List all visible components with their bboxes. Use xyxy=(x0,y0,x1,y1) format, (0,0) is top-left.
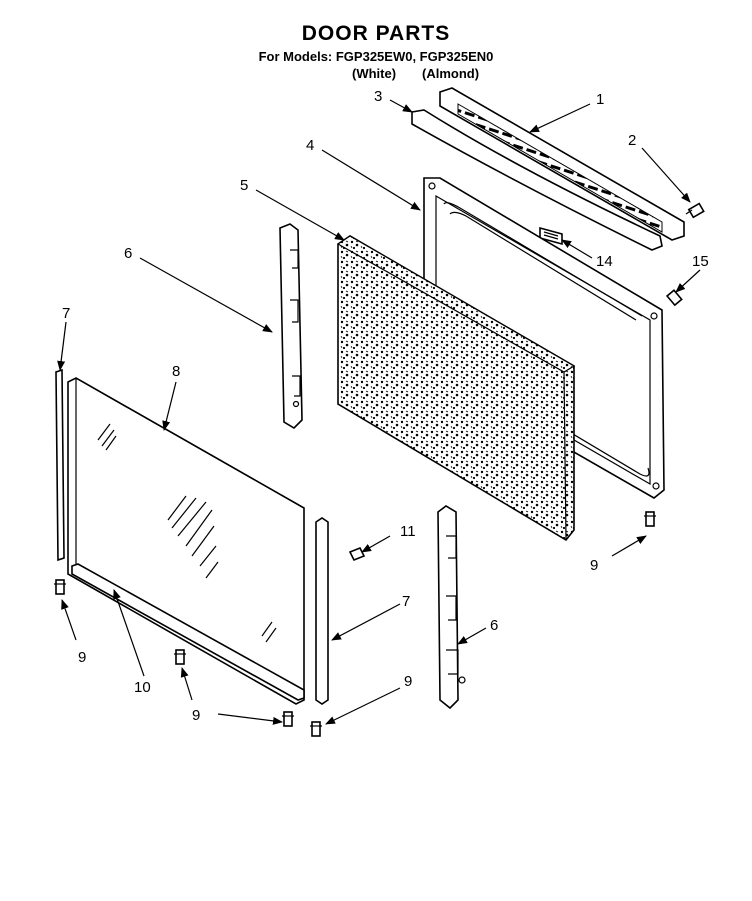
leader-lines xyxy=(57,99,701,725)
variant-white: (White) xyxy=(352,66,397,81)
callout-2: 2 xyxy=(628,132,636,149)
screw-part-9-center xyxy=(174,649,186,665)
screw-part-9-channel xyxy=(310,721,322,737)
glass-channel-part-7-left xyxy=(55,368,65,562)
callout-8: 8 xyxy=(172,363,180,380)
callout-5: 5 xyxy=(240,177,248,194)
callout-15: 15 xyxy=(692,253,709,270)
callout-6-right: 6 xyxy=(490,617,498,634)
screw-part-9-right xyxy=(644,511,656,527)
callout-6-left: 6 xyxy=(124,245,132,262)
models-line: For Models: FGP325EW0, FGP325EN0 xyxy=(258,49,494,64)
door-frame-channel-part-6-left xyxy=(279,223,303,430)
door-frame-channel-part-6-right xyxy=(437,505,466,710)
screw-part-15 xyxy=(665,289,683,307)
bottom-trim-part-10 xyxy=(71,563,305,701)
callout-7-left: 7 xyxy=(62,305,70,322)
diagram-title: DOOR PARTS xyxy=(301,22,451,45)
callout-9-bottom: 9 xyxy=(192,707,200,724)
outer-glass-part-8 xyxy=(67,377,305,705)
callout-labels: 1 2 3 4 5 6 14 15 7 8 11 9 7 6 9 10 9 9 xyxy=(62,88,709,724)
screw-part-2 xyxy=(685,202,705,219)
callout-7-right: 7 xyxy=(402,593,410,610)
screw-part-9-bottom xyxy=(282,711,294,727)
callout-14: 14 xyxy=(596,253,613,270)
callout-10: 10 xyxy=(134,679,151,696)
callout-11: 11 xyxy=(400,523,416,540)
clip-part-11 xyxy=(348,546,366,562)
variant-almond: (Almond) xyxy=(422,66,480,81)
vent-trim-part-1 xyxy=(439,87,685,241)
callout-9-right: 9 xyxy=(590,557,598,574)
callout-9-left: 9 xyxy=(78,649,86,666)
callout-1: 1 xyxy=(596,91,604,108)
callout-3: 3 xyxy=(374,88,382,105)
door-handle-part-3 xyxy=(411,109,663,251)
callout-4: 4 xyxy=(306,137,314,154)
door-insulation-part-5 xyxy=(336,235,576,542)
glass-channel-part-7-right xyxy=(315,517,329,705)
callout-9-channel: 9 xyxy=(404,673,412,690)
screw-part-9-left xyxy=(54,579,66,595)
